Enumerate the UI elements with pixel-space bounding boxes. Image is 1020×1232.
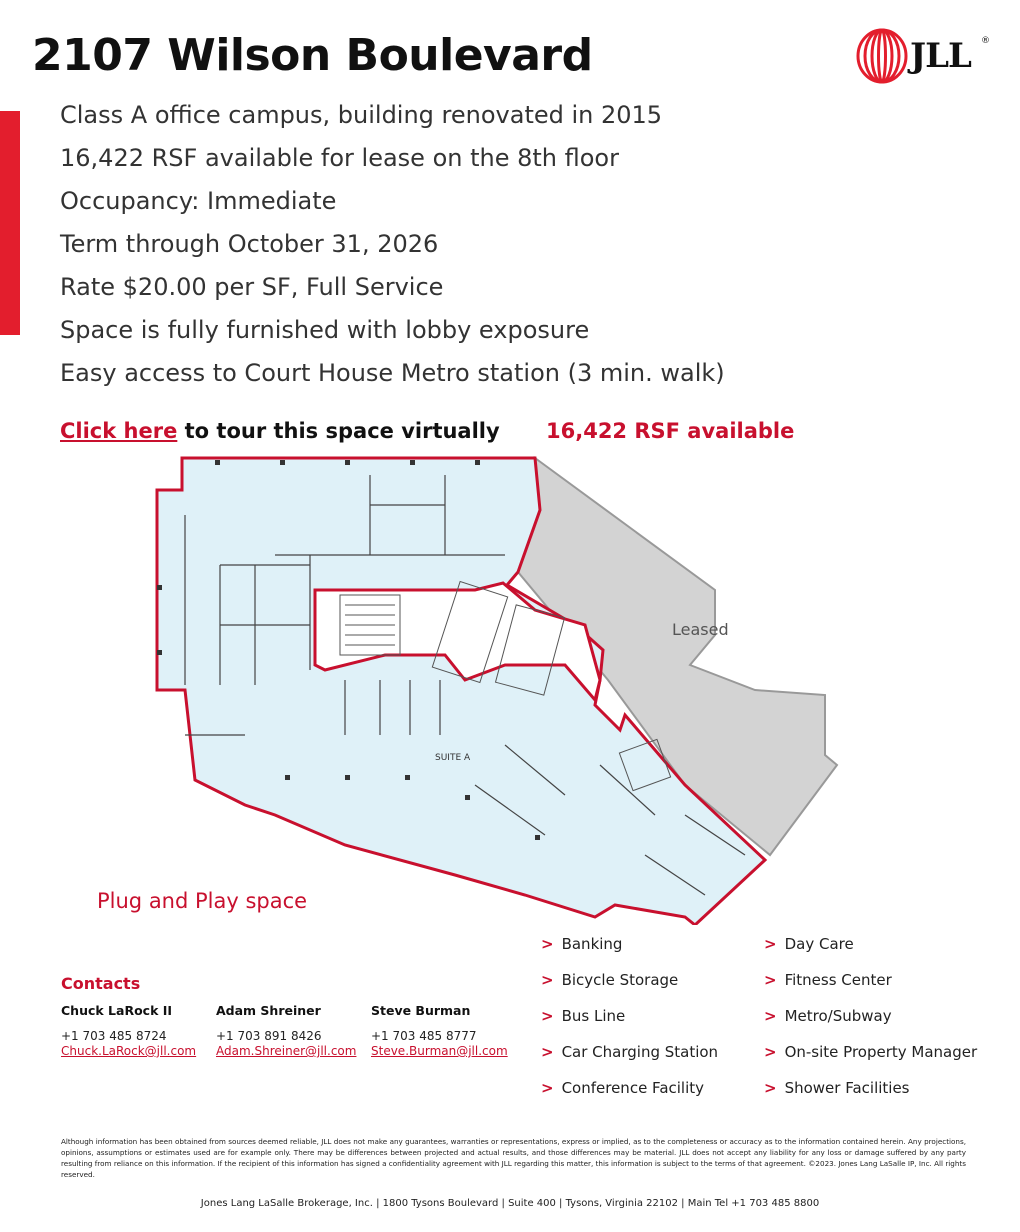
highlight-line: Rate $20.00 per SF, Full Service bbox=[60, 273, 444, 301]
amenity-label: On-site Property Manager bbox=[784, 1043, 978, 1061]
chevron-right-icon: > bbox=[541, 1079, 554, 1097]
highlight-line: Term through October 31, 2026 bbox=[60, 230, 439, 258]
contact-phone: +1 703 891 8426 bbox=[216, 1029, 322, 1043]
contact-name: Steve Burman bbox=[371, 1003, 471, 1018]
chevron-right-icon: > bbox=[764, 935, 777, 953]
jll-globe-icon bbox=[856, 28, 908, 84]
amenity-item: > Banking bbox=[541, 935, 622, 953]
contact-email-link[interactable]: Steve.Burman@jll.com bbox=[371, 1044, 508, 1058]
amenity-item: > Fitness Center bbox=[764, 971, 892, 989]
amenity-item: > Bus Line bbox=[541, 1007, 625, 1025]
building-core bbox=[313, 581, 602, 704]
amenity-label: Day Care bbox=[784, 935, 854, 953]
highlight-line: Occupancy: Immediate bbox=[60, 187, 337, 215]
footer-address: Jones Lang LaSalle Brokerage, Inc. | 180… bbox=[200, 1198, 820, 1209]
virtual-tour-text: to tour this space virtually bbox=[177, 419, 500, 443]
highlight-line: 16,422 RSF available for lease on the 8t… bbox=[60, 144, 619, 172]
amenity-item: > Conference Facility bbox=[541, 1079, 704, 1097]
chevron-right-icon: > bbox=[541, 935, 554, 953]
amenity-item: > Bicycle Storage bbox=[541, 971, 678, 989]
amenity-item: > Car Charging Station bbox=[541, 1043, 718, 1061]
amenity-label: Banking bbox=[561, 935, 623, 953]
contacts-heading: Contacts bbox=[61, 974, 141, 993]
chevron-right-icon: > bbox=[541, 1007, 554, 1025]
chevron-right-icon: > bbox=[541, 971, 554, 989]
highlight-line: Space is fully furnished with lobby expo… bbox=[60, 316, 590, 344]
amenity-label: Fitness Center bbox=[784, 971, 892, 989]
amenity-label: Car Charging Station bbox=[561, 1043, 719, 1061]
chevron-right-icon: > bbox=[764, 1043, 777, 1061]
amenity-item: > Day Care bbox=[764, 935, 854, 953]
contact-phone: +1 703 485 8724 bbox=[61, 1029, 167, 1043]
amenity-item: > On-site Property Manager bbox=[764, 1043, 977, 1061]
contact-card: Chuck LaRock II +1 703 485 8724 Chuck.La… bbox=[61, 1003, 196, 1058]
contact-email-link[interactable]: Adam.Shreiner@jll.com bbox=[216, 1044, 357, 1058]
amenity-label: Shower Facilities bbox=[784, 1079, 910, 1097]
suite-label: SUITE A bbox=[435, 753, 471, 763]
chevron-right-icon: > bbox=[764, 1007, 777, 1025]
floor-plan: Leased SUITE A bbox=[155, 455, 839, 925]
leased-area bbox=[516, 455, 839, 857]
contact-card: Adam Shreiner +1 703 891 8426 Adam.Shrei… bbox=[216, 1003, 356, 1058]
contact-name: Adam Shreiner bbox=[216, 1003, 321, 1018]
amenity-label: Metro/Subway bbox=[784, 1007, 892, 1025]
legal-disclaimer: Although information has been obtained f… bbox=[61, 1137, 966, 1179]
amenity-item: > Shower Facilities bbox=[764, 1079, 910, 1097]
page-title: 2107 Wilson Boulevard bbox=[32, 30, 593, 81]
logo-registered-mark: ® bbox=[981, 36, 990, 46]
amenity-item: > Metro/Subway bbox=[764, 1007, 892, 1025]
chevron-right-icon: > bbox=[764, 1079, 777, 1097]
contact-card: Steve Burman +1 703 485 8777 Steve.Burma… bbox=[371, 1003, 508, 1058]
virtual-tour-line: Click here to tour this space virtually bbox=[60, 419, 500, 443]
highlight-line: Class A office campus, building renovate… bbox=[60, 101, 663, 129]
chevron-right-icon: > bbox=[764, 971, 777, 989]
accent-bar bbox=[0, 111, 20, 335]
virtual-tour-link[interactable]: Click here bbox=[60, 419, 178, 443]
contact-email-link[interactable]: Chuck.LaRock@jll.com bbox=[61, 1044, 197, 1058]
logo-text: JLL bbox=[910, 36, 972, 76]
contact-phone: +1 703 485 8777 bbox=[371, 1029, 477, 1043]
chevron-right-icon: > bbox=[541, 1043, 554, 1061]
amenity-label: Bicycle Storage bbox=[561, 971, 679, 989]
amenity-label: Conference Facility bbox=[561, 1079, 705, 1097]
highlight-line: Easy access to Court House Metro station… bbox=[60, 359, 725, 387]
contact-name: Chuck LaRock II bbox=[61, 1003, 173, 1018]
rsf-available-label: 16,422 RSF available bbox=[546, 419, 795, 443]
leased-label: Leased bbox=[672, 620, 729, 639]
jll-logo: JLL ® bbox=[855, 28, 990, 84]
amenity-label: Bus Line bbox=[561, 1007, 626, 1025]
plug-and-play-label: Plug and Play space bbox=[97, 889, 308, 913]
